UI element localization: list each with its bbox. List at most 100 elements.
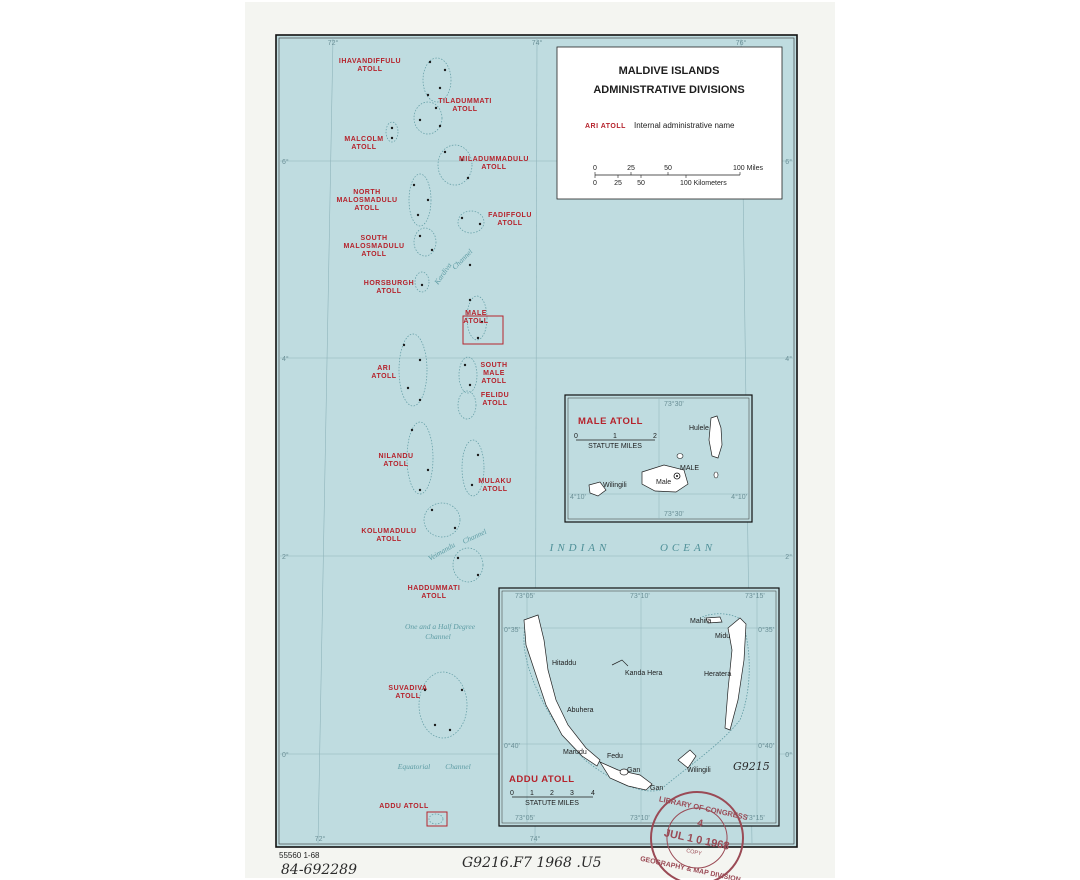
inset-addu-lat-left-2: 0°40' <box>504 742 520 750</box>
label-horsburgh: HORSBURGH <box>364 280 414 287</box>
inset-addu-tick-top-1: 73°05' <box>515 592 535 600</box>
lat-tick-0-left: 0° <box>282 751 289 759</box>
label-ihavandiffulu: IHAVANDIFFULU <box>339 58 401 65</box>
place-hulele: Hulele <box>689 425 709 432</box>
lat-tick-6-left: 6° <box>282 158 289 166</box>
label-north-malosmadulu-1: NORTH <box>353 189 380 196</box>
label-fadiffolu-atoll: ATOLL <box>497 220 522 227</box>
ocean-label-indian: INDIAN <box>549 542 611 554</box>
scale-km-50: 50 <box>637 180 645 187</box>
label-nilandu: NILANDU <box>379 453 414 460</box>
island-dots <box>390 60 484 732</box>
title-box: MALDIVE ISLANDS ADMINISTRATIVE DIVISIONS… <box>556 46 783 200</box>
lat-tick-2-right: 2° <box>785 553 792 561</box>
inset-addu-scale-2: 2 <box>550 790 554 797</box>
place-wilingili-addu: Wilingili <box>687 767 711 774</box>
scale-mi-50: 50 <box>664 165 672 172</box>
label-male-atoll: ATOLL <box>463 318 488 325</box>
atoll-labels: IHAVANDIFFULU ATOLL TILADUMMATI ATOLL MA… <box>336 58 531 810</box>
inset-male-bottom-tick: 73°30' <box>664 510 684 518</box>
place-heratera: Heratera <box>704 671 731 678</box>
place-male: Male <box>656 479 671 486</box>
scale-mi-0: 0 <box>593 165 597 172</box>
inset-addu-tick-bottom-3: 73°15' <box>745 814 765 822</box>
label-haddummati: HADDUMMATI <box>408 585 461 592</box>
lat-tick-2-left: 2° <box>282 553 289 561</box>
inset-male-lat-right: 4°10' <box>731 493 747 501</box>
label-north-malosmadulu-2: MALOSMADULU <box>336 197 397 204</box>
label-north-malosmadulu-3: ATOLL <box>354 205 379 212</box>
label-kolumadulu-atoll: ATOLL <box>376 536 401 543</box>
handwritten-call-number: G9216.F7 1968 .U5 <box>462 855 602 871</box>
inset-male-scale-unit: STATUTE MILES <box>588 443 642 450</box>
inset-addu-tick-bottom-2: 73°10' <box>630 814 650 822</box>
label-tiladummati: TILADUMMATI <box>438 98 492 105</box>
inset-addu-lat-right-2: 0°40' <box>758 742 774 750</box>
label-miladummadulu-atoll: ATOLL <box>481 164 506 171</box>
neatline-inner <box>278 37 795 845</box>
inset-male-lat-left: 4°10' <box>570 493 586 501</box>
lat-tick-6-right: 6° <box>785 158 792 166</box>
inset-male-atoll: 73°30' 73°30' 4°10' 4°10' MALE ATOLL 0 1… <box>564 394 753 523</box>
inset-male-scale-1: 1 <box>613 433 617 440</box>
channel-one-half-2: Channel <box>425 632 450 641</box>
label-kolumadulu: KOLUMADULU <box>361 528 416 535</box>
long-tick-74-top: 74° <box>532 39 543 47</box>
scale-km-0: 0 <box>593 180 597 187</box>
place-abuhera: Abuhera <box>567 707 594 714</box>
label-felidu: FELIDU <box>481 392 509 399</box>
label-mulaku-atoll: ATOLL <box>482 486 507 493</box>
label-malcolm-atoll: ATOLL <box>351 144 376 151</box>
inset-addu-scale-0: 0 <box>510 790 514 797</box>
label-ari-atoll: ATOLL <box>371 373 396 380</box>
long-tick-72-top: 72° <box>328 39 339 47</box>
label-ari: ARI <box>377 365 391 372</box>
inset-addu-tick-top-2: 73°10' <box>630 592 650 600</box>
place-gan-big: Gan <box>627 767 640 774</box>
inset-addu-title: ADDU ATOLL <box>509 774 575 785</box>
lat-tick-4-left: 4° <box>282 355 289 363</box>
stamp-copy: COPY <box>686 848 703 857</box>
inset-addu-scale-1: 1 <box>530 790 534 797</box>
long-tick-74-bottom: 74° <box>530 835 541 843</box>
label-south-male-3: ATOLL <box>481 378 506 385</box>
ocean-label-ocean: OCEAN <box>660 542 716 554</box>
place-mahira: Mahira <box>690 618 712 625</box>
inset-male-top-tick: 73°30' <box>664 400 684 408</box>
place-hitaddu: Hitaddu <box>552 660 576 667</box>
label-haddummati-atoll: ATOLL <box>421 593 446 600</box>
addu-locator-box <box>426 811 448 827</box>
label-south-malosmadulu-3: ATOLL <box>361 251 386 258</box>
channel-equatorial-2: Channel <box>445 762 470 771</box>
atoll-reefs <box>385 57 488 825</box>
handwritten-inset-note: G9215 <box>733 760 770 773</box>
channel-one-half: One and a Half Degree <box>405 622 476 631</box>
legend-text: Internal administrative name <box>634 121 735 130</box>
scale-mi-100: 100 Miles <box>733 165 763 172</box>
long-tick-72-bottom: 72° <box>315 835 326 843</box>
label-south-male-1: SOUTH <box>481 362 508 369</box>
label-suvadiva-atoll: ATOLL <box>395 693 420 700</box>
label-fadiffolu: FADIFFOLU <box>488 212 532 219</box>
label-felidu-atoll: ATOLL <box>482 400 507 407</box>
place-wilingili-male: Wilingili <box>603 482 627 489</box>
place-kanda-hera: Kanda Hera <box>625 670 662 677</box>
label-addu: ADDU ATOLL <box>379 803 429 810</box>
map-title-line1: MALDIVE ISLANDS <box>619 65 720 77</box>
label-malcolm: MALCOLM <box>344 136 383 143</box>
lat-tick-4-right: 4° <box>785 355 792 363</box>
place-fedu: Fedu <box>607 753 623 760</box>
label-suvadiva: SUVADIVA <box>388 685 427 692</box>
inset-male-title: MALE ATOLL <box>578 416 643 427</box>
sheet-code: 55560 1-68 <box>279 851 320 860</box>
label-south-malosmadulu-2: MALOSMADULU <box>343 243 404 250</box>
place-marudu: Marudu <box>563 749 587 756</box>
inset-addu-tick-top-3: 73°15' <box>745 592 765 600</box>
lat-tick-0-right: 0° <box>785 751 792 759</box>
scale-mi-25: 25 <box>627 165 635 172</box>
label-horsburgh-atoll: ATOLL <box>376 288 401 295</box>
label-south-malosmadulu-1: SOUTH <box>361 235 388 242</box>
scale-km-100: 100 Kilometers <box>680 180 727 187</box>
label-south-male-2: MALE <box>483 370 505 377</box>
inset-addu-atoll: 73°05' 73°10' 73°15' 73°05' 73°10' 73°15… <box>498 587 780 827</box>
